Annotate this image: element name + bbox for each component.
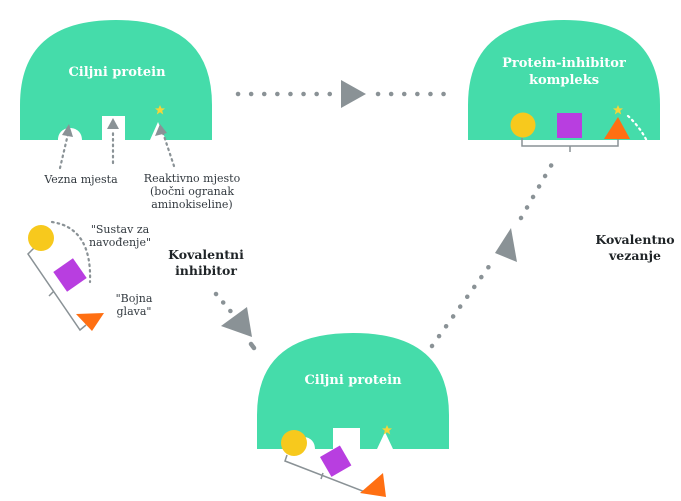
guidance-label-line: "Sustav za — [90, 223, 150, 236]
reactive-site-label: Reaktivno mjesto (bočni ogranak aminokis… — [130, 172, 254, 211]
inhibitor-label-line: Kovalentni — [168, 247, 244, 262]
pointer-arrow-icon — [155, 124, 167, 136]
covalent-bond-dots — [626, 114, 659, 217]
pointer-arrow-icon — [62, 124, 73, 137]
inhibitor-label-line: inhibitor — [175, 263, 237, 278]
arrow-icon — [341, 80, 366, 108]
guidance-yellow-circle — [28, 225, 54, 251]
protein-blob — [257, 333, 449, 449]
guidance-system-label: "Sustav za navođenje" — [82, 223, 158, 249]
target-protein-bottom — [257, 333, 449, 497]
covalent-binding-line: vezanje — [609, 248, 661, 263]
purple-square — [319, 445, 352, 477]
warhead-label: "Bojna glava" — [104, 292, 164, 318]
reactive-site-label-line: (bočni ogranak — [149, 185, 234, 198]
binding-site-pointer — [58, 128, 176, 170]
reactive-site-label-line: Reaktivno mjesto — [143, 172, 241, 185]
reactive-site-star-icon — [613, 105, 623, 115]
covalent-inhibitor-molecule — [27, 220, 104, 332]
pointer-arrow-icon — [107, 118, 119, 129]
covalent-binding-label: Kovalentno vezanje — [590, 232, 680, 264]
protein-blob — [468, 20, 660, 140]
protein-blob — [20, 20, 212, 140]
complex-title-line: kompleks — [528, 73, 600, 88]
covalent-binding-line: Kovalentno — [595, 232, 675, 247]
target-protein-top-left — [20, 20, 212, 170]
purple-square — [557, 113, 582, 138]
warhead-orange-triangle — [360, 473, 386, 497]
guidance-label-line: navođenje" — [88, 236, 152, 249]
flow-arrow-down — [213, 291, 257, 351]
purple-square — [53, 258, 87, 292]
bottom-protein-title: Ciljni protein — [304, 373, 402, 388]
guidance-yellow-circle — [281, 430, 307, 456]
flow-arrow-top — [235, 80, 453, 108]
protein-inhibitor-complex — [468, 20, 660, 217]
warhead-label-line: glava" — [116, 305, 152, 318]
guidance-dotted-arc — [50, 220, 92, 284]
binding-sites-label: Vezna mjesta — [44, 173, 118, 186]
linker-bracket — [521, 138, 619, 152]
reactive-site-star-icon — [155, 105, 165, 115]
guidance-yellow-circle — [510, 112, 536, 138]
warhead-orange-triangle — [76, 313, 104, 331]
arrow-icon — [221, 307, 252, 337]
linker-bracket — [27, 247, 87, 332]
top-left-protein-title: Ciljni protein — [68, 65, 166, 80]
warhead-orange-triangle — [604, 117, 630, 139]
flow-arrow-up — [429, 161, 555, 349]
reactive-site-label-line: aminokiseline) — [151, 198, 233, 211]
covalent-inhibitor-label: Kovalentni inhibitor — [158, 247, 254, 279]
complex-title-line: Protein-inhibitor — [502, 56, 626, 71]
arrow-icon — [495, 228, 517, 262]
complex-title: Protein-inhibitor kompleks — [489, 55, 639, 89]
reactive-site-star-icon — [382, 425, 392, 435]
warhead-label-line: "Bojna — [115, 292, 153, 305]
